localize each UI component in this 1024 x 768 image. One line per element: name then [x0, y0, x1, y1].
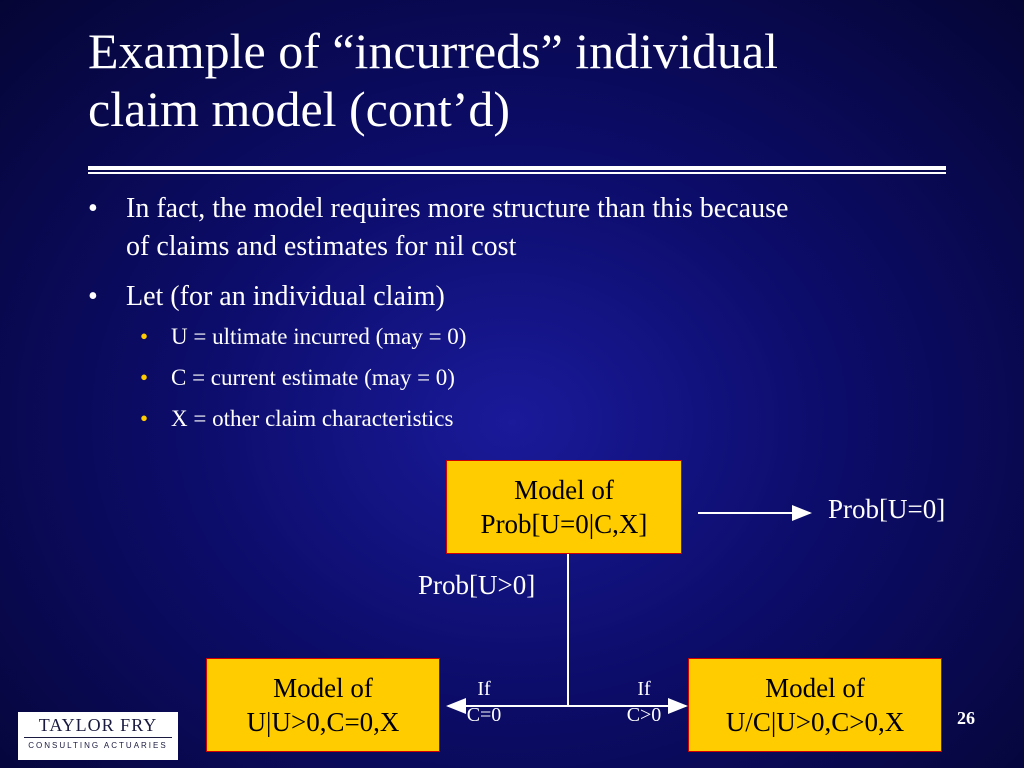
logo-divider: [24, 737, 172, 738]
sub-bullet-dot-icon: •: [140, 406, 149, 431]
model-c-positive-box: Model of U/C|U>0,C>0,X: [688, 658, 942, 752]
sub-bullet-item: • U = ultimate incurred (may = 0): [88, 322, 968, 352]
prob-u0-label: Prob[U=0]: [828, 494, 946, 524]
title-divider-thick: [88, 166, 946, 170]
condition-if: If: [637, 678, 651, 700]
condition-c-zero: If C=0: [454, 676, 514, 728]
box-label: Model of: [273, 673, 373, 703]
sub-bullet-text: C = current estimate (may = 0): [171, 365, 455, 390]
box-label: Model of: [765, 673, 865, 703]
condition-if: If: [477, 678, 491, 700]
sub-bullet-text: X = other claim characteristics: [171, 406, 454, 431]
sub-bullet-dot-icon: •: [140, 324, 149, 349]
slide-title-line2: claim model (cont’d): [88, 81, 511, 137]
bullet-text: In fact, the model requires more structu…: [126, 193, 789, 224]
box-formula: Prob[U=0|C,X]: [480, 509, 648, 539]
logo-name: TAYLOR FRY: [38, 715, 158, 735]
condition-value: C=0: [466, 704, 502, 726]
sub-bullet-item: • C = current estimate (may = 0): [88, 363, 968, 393]
box-formula: U/C|U>0,C>0,X: [725, 707, 905, 737]
bullet-dot-icon: •: [88, 281, 98, 312]
prob-u-positive-label: Prob[U>0]: [418, 570, 536, 600]
sub-bullet-item: • X = other claim characteristics: [88, 404, 968, 434]
bullet-list: • In fact, the model requires more struc…: [88, 190, 968, 445]
condition-value: C>0: [626, 704, 662, 726]
slide-title: Example of “incurreds” individual claim …: [88, 22, 988, 138]
sub-bullet-text: U = ultimate incurred (may = 0): [171, 324, 467, 349]
model-c-zero-box: Model of U|U>0,C=0,X: [206, 658, 440, 752]
box-label: Model of: [514, 475, 614, 505]
bullet-item: • Let (for an individual claim): [88, 278, 968, 316]
company-logo: TAYLOR FRY CONSULTING ACTUARIES: [18, 712, 178, 760]
box-formula: U|U>0,C=0,X: [246, 707, 400, 737]
sub-bullet-dot-icon: •: [140, 365, 149, 390]
bullet-text-continued: of claims and estimates for nil cost: [126, 231, 517, 262]
bullet-dot-icon: •: [88, 193, 98, 224]
model-prob-u0-box: Model of Prob[U=0|C,X]: [446, 460, 682, 554]
slide-title-line1: Example of “incurreds” individual: [88, 23, 779, 79]
bullet-item: • In fact, the model requires more struc…: [88, 190, 968, 266]
bullet-text: Let (for an individual claim): [126, 281, 445, 312]
logo-subtitle: CONSULTING ACTUARIES: [28, 741, 168, 750]
page-number: 26: [957, 708, 975, 728]
condition-c-positive: If C>0: [614, 676, 674, 728]
title-divider-thin: [88, 172, 946, 174]
